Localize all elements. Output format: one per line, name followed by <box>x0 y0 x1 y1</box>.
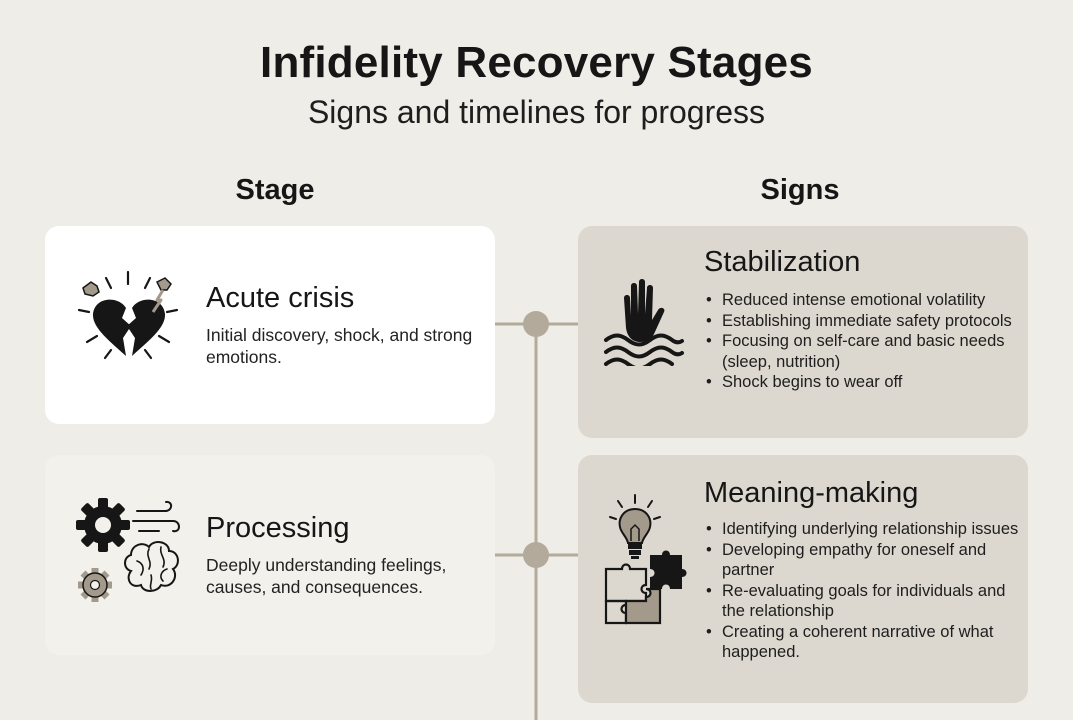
sign-item: Establishing immediate safety protocols <box>706 311 1026 332</box>
sign-item: Developing empathy for oneself and partn… <box>706 540 1026 581</box>
waves-icon <box>604 333 684 366</box>
page-title: Infidelity Recovery Stages <box>260 38 813 87</box>
large-gear-icon <box>76 498 130 552</box>
wind-icon <box>132 500 180 533</box>
connector-node-1 <box>523 311 549 337</box>
light-rays <box>609 494 661 520</box>
small-gear-icon <box>78 568 112 602</box>
stage-description: Initial discovery, shock, and strong emo… <box>206 325 473 367</box>
sign-item: Reduced intense emotional volatility <box>706 290 1026 311</box>
sign-list: Identifying underlying relationship issu… <box>706 519 1026 663</box>
sign-title: Stabilization <box>704 246 861 278</box>
broken-heart-icon <box>77 270 179 360</box>
stage-description: Deeply understanding feelings, causes, a… <box>206 555 447 597</box>
puzzle-icon <box>604 550 687 625</box>
stage-name: Acute crisis <box>206 282 355 314</box>
gears-brain-icon <box>76 498 180 602</box>
stage-card-processing: Processing Deeply understanding feelings… <box>45 455 495 655</box>
page-subtitle: Signs and timelines for progress <box>307 94 766 130</box>
sign-item: Creating a coherent narrative of what ha… <box>706 622 1026 663</box>
hand-waves-icon <box>604 279 684 366</box>
signs-column-header: Signs <box>760 174 840 206</box>
lightbulb-puzzle-icon <box>604 494 687 625</box>
sign-list: Reduced intense emotional volatility Est… <box>706 290 1026 393</box>
sign-item: Shock begins to wear off <box>706 372 1026 393</box>
sign-title: Meaning-making <box>704 477 919 509</box>
sign-item: Identifying underlying relationship issu… <box>706 519 1026 540</box>
sign-item: Re-evaluating goals for individuals and … <box>706 581 1026 622</box>
sign-item: Focusing on self-care and basic needs (s… <box>706 331 1026 372</box>
stage-name: Processing <box>206 512 350 544</box>
connector-node-2 <box>523 542 549 568</box>
brain-icon <box>124 541 179 592</box>
sign-card-stabilization: Stabilization Reduced intense emotional … <box>578 226 1028 438</box>
sign-card-meaning-making: Meaning-making Identifying underlying re… <box>578 455 1028 703</box>
stage-column-header: Stage <box>235 174 315 206</box>
hand-icon <box>624 279 665 342</box>
stage-card-acute-crisis: Acute crisis Initial discovery, shock, a… <box>45 226 495 424</box>
